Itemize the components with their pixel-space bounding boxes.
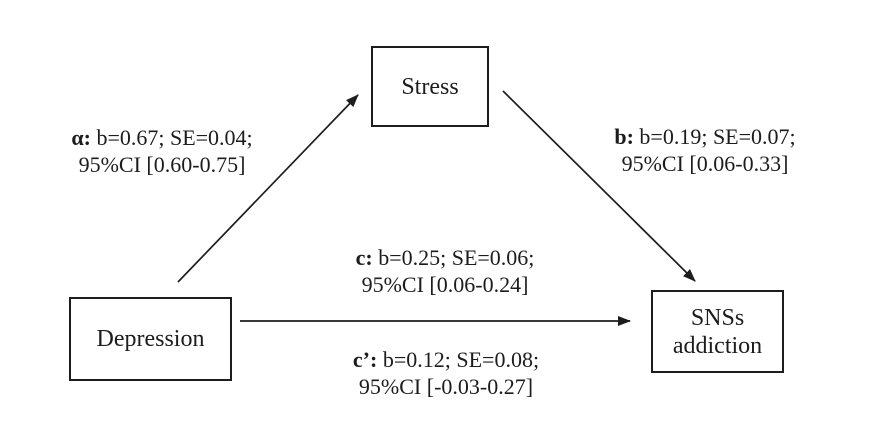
node-sns-addiction-label-line1: SNSs: [690, 304, 745, 331]
path-a-estimate: b=0.67; SE=0.04;: [96, 125, 253, 150]
path-c-estimate: b=0.25; SE=0.06;: [378, 245, 535, 270]
path-a-label: α: b=0.67; SE=0.04; 95%CI [0.60-0.75]: [32, 124, 292, 178]
path-b-coef: b:: [614, 124, 634, 149]
path-c-prime-label: c’: b=0.12; SE=0.08; 95%CI [-0.03-0.27]: [316, 346, 576, 400]
node-sns-addiction-label-line2: addiction: [672, 332, 763, 359]
path-c-prime-ci: 95%CI [-0.03-0.27]: [358, 374, 534, 399]
arrow-b-stress-to-sns: [502, 90, 696, 282]
node-sns-addiction: SNSs addiction: [651, 290, 784, 373]
path-a-estimate-line: α: b=0.67; SE=0.04;: [32, 124, 292, 151]
path-c-label: c: b=0.25; SE=0.06; 95%CI [0.06-0.24]: [315, 244, 575, 298]
node-depression-label: Depression: [96, 326, 205, 352]
node-stress: Stress: [371, 46, 489, 127]
path-b-estimate-line: b: b=0.19; SE=0.07;: [575, 123, 835, 150]
path-b-estimate: b=0.19; SE=0.07;: [639, 124, 796, 149]
node-stress-label: Stress: [401, 73, 459, 100]
node-depression: Depression: [69, 297, 232, 381]
path-c-prime-estimate: b=0.12; SE=0.08;: [382, 347, 540, 372]
path-c-coef: c:: [355, 245, 373, 270]
path-b-ci: 95%CI [0.06-0.33]: [621, 151, 789, 176]
path-c-prime-coef: c’:: [352, 347, 378, 372]
path-b-label: b: b=0.19; SE=0.07; 95%CI [0.06-0.33]: [575, 123, 835, 177]
path-c-ci: 95%CI [0.06-0.24]: [361, 272, 529, 297]
arrow-a-depression-to-stress: [177, 94, 359, 283]
path-c-estimate-line: c: b=0.25; SE=0.06;: [315, 244, 575, 271]
path-a-coef: α:: [71, 125, 91, 150]
path-a-ci: 95%CI [0.60-0.75]: [78, 152, 246, 177]
path-c-prime-estimate-line: c’: b=0.12; SE=0.08;: [316, 346, 576, 373]
